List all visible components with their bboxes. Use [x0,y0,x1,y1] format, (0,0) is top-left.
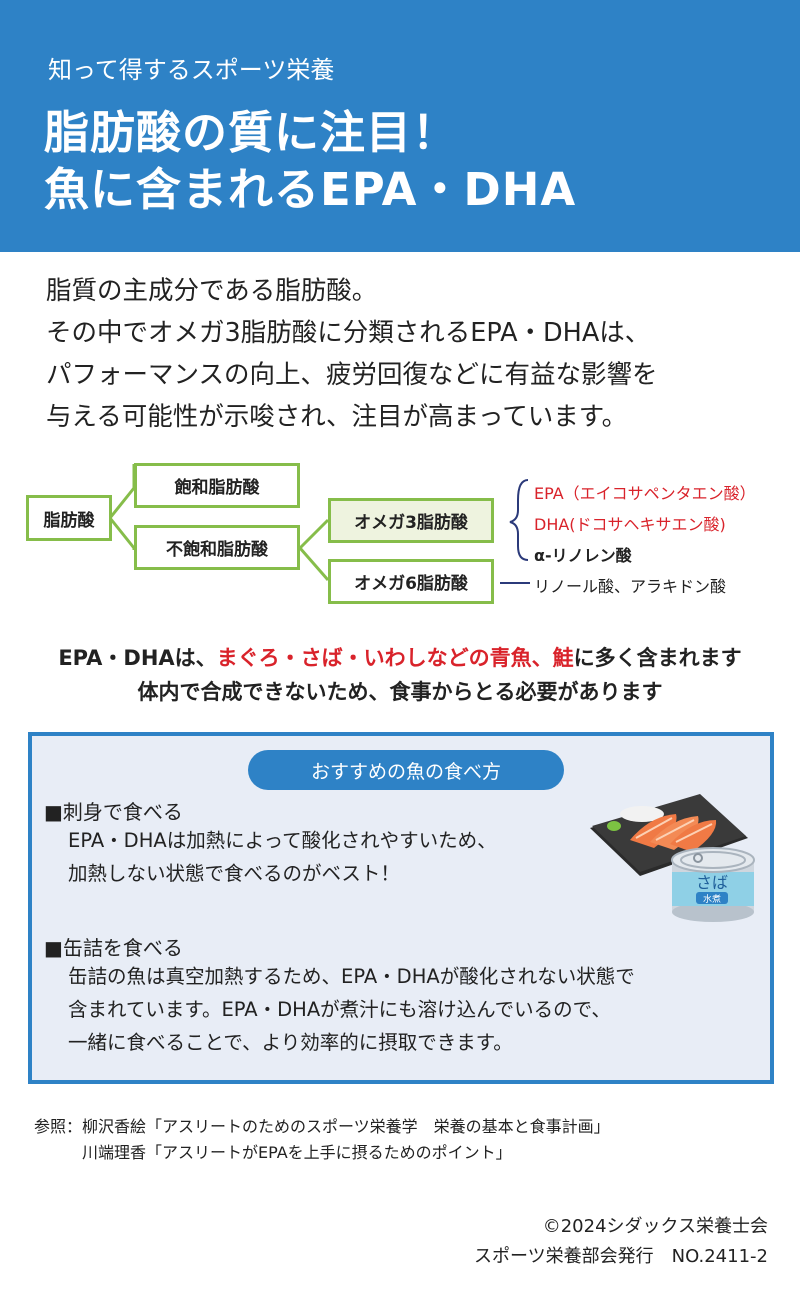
can-label: さば [696,873,728,892]
canned-line: 含まれています。EPA・DHAが煮汁にも溶け込んでいるので、 [68,998,611,1021]
page-title: 脂肪酸の質に注目！ 魚に含まれるEPA・DHA [44,104,576,218]
statement-line-2: 体内で合成できないため、食事からとる必要があります [137,680,663,704]
sashimi-line: EPA・DHAは加熱によって酸化されやすいため、 [68,829,497,852]
intro-paragraph: 脂質の主成分である脂肪酸。 その中でオメガ3脂肪酸に分類されるEPA・DHAは、… [46,270,658,438]
reference-line: 参照：柳沢香絵「アスリートのためのスポーツ栄養学 栄養の基本と食事計画」 [34,1117,610,1136]
statement-suffix: に多く含まれます [573,646,742,670]
box-omega3: オメガ3脂肪酸 [328,498,494,543]
can-sublabel: 水煮 [703,893,721,905]
series-label: 知って得するスポーツ栄養 [48,56,335,84]
recommendation-title: おすすめの魚の食べ方 [248,750,564,790]
references: 参照：柳沢香絵「アスリートのためのスポーツ栄養学 栄養の基本と食事計画」 川端理… [34,1114,610,1166]
intro-line: 脂質の主成分である脂肪酸。 [46,276,378,306]
box-omega6: オメガ6脂肪酸 [328,559,494,604]
omega3-epa: EPA（エイコサペンタエン酸） [534,484,756,503]
connector-root-saturated [108,464,136,519]
title-line-2: 魚に含まれるEPA・DHA [44,163,577,216]
canned-heading: ■缶詰を食べる [44,936,183,960]
header-banner: 知って得するスポーツ栄養 脂肪酸の質に注目！ 魚に含まれるEPA・DHA [0,0,800,252]
intro-line: 与える可能性が示唆され、注目が高まっています。 [46,402,628,432]
canned-body: 缶詰の魚は真空加熱するため、EPA・DHAが酸化されない状態で 含まれています。… [68,960,635,1059]
statement-salmon: 鮭 [552,646,574,670]
intro-line: パフォーマンスの向上、疲労回復などに有益な影響を [46,360,658,390]
statement-separator: 、 [531,646,553,670]
connector-root-unsaturated [108,517,136,550]
statement-prefix: EPA・DHAは、 [58,646,217,670]
reference-line: 川端理香「アスリートがEPAを上手に摂るためのポイント」 [34,1143,512,1162]
sashimi-body: EPA・DHAは加熱によって酸化されやすいため、 加熱しない状態で食べるのがベス… [68,824,497,890]
canned-line: 缶詰の魚は真空加熱するため、EPA・DHAが酸化されない状態で [68,965,635,988]
omega3-dha: DHA(ドコサヘキサエン酸) [534,515,726,534]
canned-mackerel-icon: さば 水煮 [671,847,755,922]
statement-blue-fish: まぐろ・さば・いわしなどの青魚 [216,646,532,670]
connector-unsat-omega6 [298,547,330,581]
sashimi-plate-icon [590,794,748,876]
omega3-brace [509,479,529,561]
sashimi-heading: ■刺身で食べる [44,800,183,824]
issuer-text: スポーツ栄養部会発行 NO.2411-2 [473,1246,768,1267]
omega3-ala: α-リノレン酸 [534,546,632,565]
canned-line: 一緒に食べることで、より効率的に摂取できます。 [68,1031,513,1054]
box-saturated: 飽和脂肪酸 [134,463,300,508]
title-line-1: 脂肪酸の質に注目！ [44,106,459,159]
recommendation-box: おすすめの魚の食べ方 ■刺身で食べる EPA・DHAは加熱によって酸化されやすい… [28,732,774,1084]
omega6-items: リノール酸、アラキドン酸 [534,577,727,596]
footer-credit: ©2024シダックス栄養士会 スポーツ栄養部会発行 NO.2411-2 [474,1212,768,1272]
box-fatty-acid: 脂肪酸 [26,495,112,541]
sashimi-line: 加熱しない状態で食べるのがベスト！ [68,862,400,885]
intro-line: その中でオメガ3脂肪酸に分類されるEPA・DHAは、 [46,318,651,348]
connector-unsat-omega3 [298,518,330,550]
box-unsaturated: 不飽和脂肪酸 [134,525,300,570]
copyright-text: ©2024シダックス栄養士会 [542,1216,768,1237]
statement-line-1: EPA・DHAは、まぐろ・さば・いわしなどの青魚、鮭に多く含まれます [0,642,800,672]
